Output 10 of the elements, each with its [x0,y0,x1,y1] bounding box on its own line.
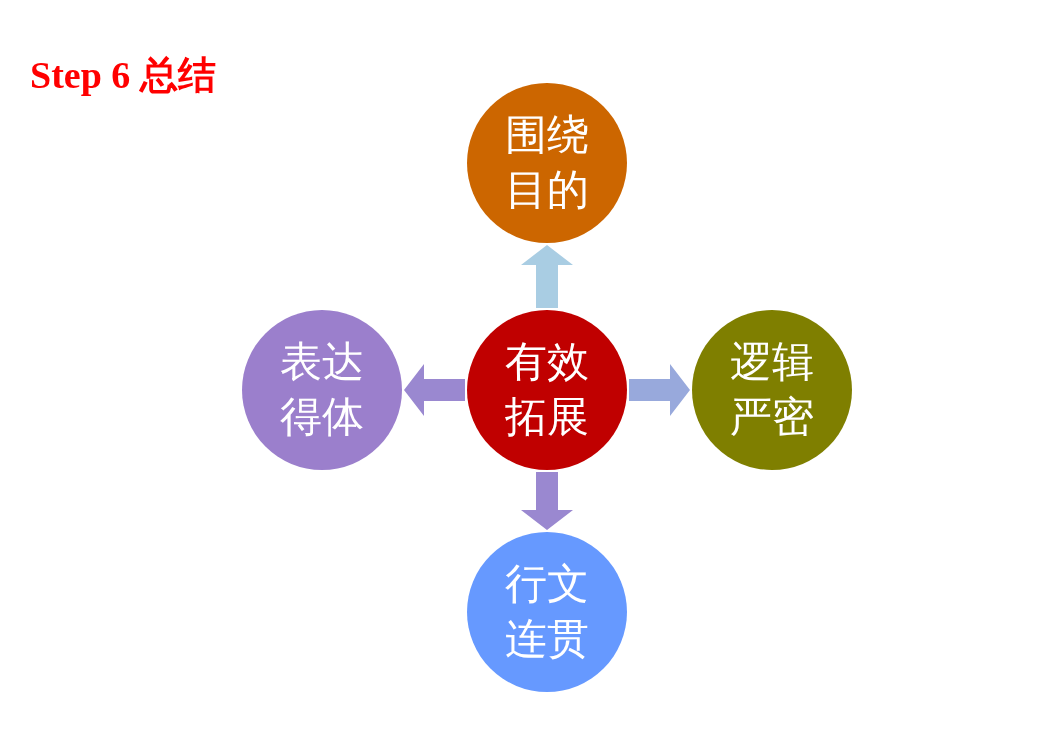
slide-title: Step 6 总结 [30,53,216,98]
node-label: 表达得体 [280,338,364,442]
node-label: 逻辑严密 [730,338,814,442]
block-arrow [629,364,690,416]
block-arrow [521,245,573,308]
node-label: 围绕目的 [505,111,589,215]
node-label: 行文连贯 [505,560,589,664]
node-label: 有效拓展 [505,338,589,442]
block-arrow [404,364,465,416]
block-arrow [521,472,573,530]
